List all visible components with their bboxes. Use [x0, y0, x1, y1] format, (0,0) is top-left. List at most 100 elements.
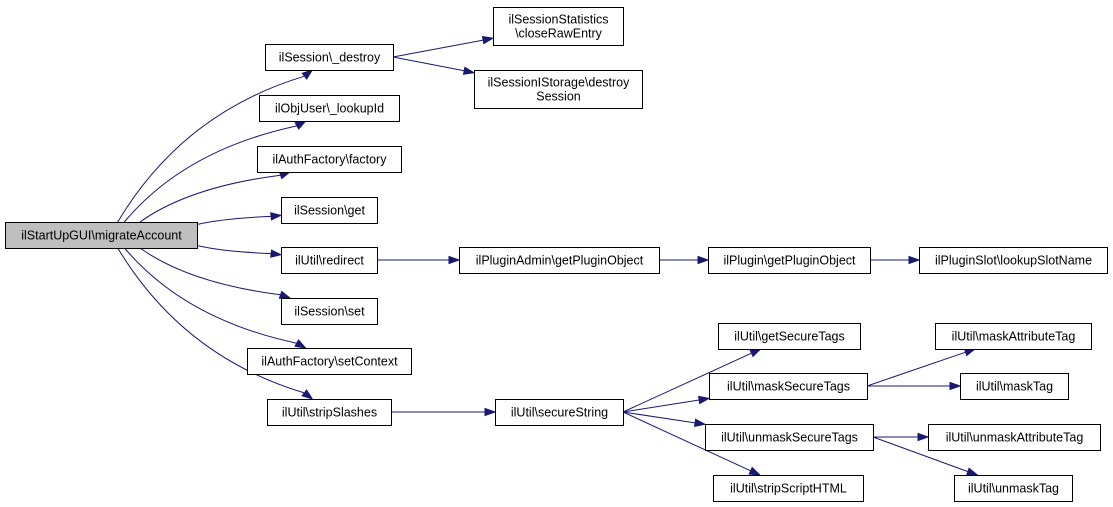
node-sess_get[interactable]: ilSession\get — [281, 197, 378, 224]
arrowhead-secure_string-to-mask_secure_tags — [697, 395, 711, 405]
node-label: ilUtil\redirect — [295, 254, 364, 268]
node-box — [935, 323, 1092, 350]
node-label: ilUtil\maskSecureTags — [727, 380, 850, 394]
edge-root-to-auth_setctx — [124, 247, 297, 344]
nodes-layer: ilStartUpGUI\migrateAccount ilSession\_de… — [5, 7, 1108, 502]
node-root[interactable]: ilStartUpGUI\migrateAccount — [5, 222, 198, 249]
edge-mask_secure_tags-to-mask_attr — [866, 351, 966, 387]
edge-root-to-sess_get — [196, 215, 272, 225]
arrowhead-util_redirect-to-padmin — [448, 255, 461, 265]
node-box — [709, 373, 868, 400]
edge-unmask_secure_tags-to-unmask_tag — [872, 436, 969, 473]
arrowhead-secure_string-to-unmask_secure_tags — [694, 418, 707, 428]
node-label: ilObjUser\_lookupId — [275, 102, 384, 116]
edge-secure_string-to-mask_secure_tags — [622, 399, 700, 413]
node-label: ilPluginAdmin\getPluginObject — [476, 254, 644, 268]
edge-secure_string-to-get_secure_tags — [622, 352, 752, 413]
arrowhead-root-to-auth_setctx — [294, 339, 307, 349]
node-box — [495, 399, 624, 426]
arrowhead-unmask_secure_tags-to-unmask_attr — [917, 432, 930, 442]
node-box — [705, 424, 874, 451]
edge-root-to-obj_lookup — [123, 125, 298, 223]
node-box — [459, 247, 660, 274]
node-slot[interactable]: ilPluginSlot\lookupSlotName — [919, 247, 1108, 274]
node-label: \closeRawEntry — [515, 27, 603, 41]
arrowhead-mask_secure_tags-to-mask_tag — [949, 381, 962, 391]
node-box — [265, 44, 394, 71]
arrowhead-root-to-sess_get — [270, 212, 283, 221]
node-box — [267, 399, 392, 426]
node-unmask_attr[interactable]: ilUtil\unmaskAttributeTag — [928, 424, 1101, 451]
node-unmask_tag[interactable]: ilUtil\unmaskTag — [954, 475, 1073, 502]
arrowhead-secure_string-to-get_secure_tags — [749, 348, 762, 358]
node-label: ilUtil\unmaskSecureTags — [721, 431, 858, 445]
node-box — [5, 222, 198, 249]
edges-layer — [117, 35, 979, 476]
node-unmask_secure_tags[interactable]: ilUtil\unmaskSecureTags — [705, 424, 874, 451]
node-auth_setctx[interactable]: ilAuthFactory\setContext — [247, 348, 412, 375]
node-sess_destroy[interactable]: ilSession\_destroy — [265, 44, 394, 71]
node-sess_set[interactable]: ilSession\set — [281, 298, 378, 325]
arrowhead-sess_destroy-to-stats_close — [481, 35, 495, 45]
arrowhead-secure_string-to-strip_script — [748, 466, 762, 476]
arrowhead-root-to-obj_lookup — [294, 120, 307, 130]
node-box — [960, 373, 1069, 400]
edge-root-to-sess_destroy — [117, 75, 305, 223]
node-box — [474, 70, 643, 109]
node-box — [257, 146, 402, 173]
node-auth_factory[interactable]: ilAuthFactory\factory — [257, 146, 402, 173]
node-mask_tag[interactable]: ilUtil\maskTag — [960, 373, 1069, 400]
edge-root-to-util_strip — [117, 247, 305, 394]
node-plugin[interactable]: ilPlugin\getPluginObject — [708, 247, 871, 274]
edge-root-to-util_redirect — [196, 245, 272, 255]
arrowhead-root-to-util_strip — [301, 389, 314, 400]
node-label: ilUtil\unmaskTag — [968, 482, 1059, 496]
node-secure_string[interactable]: ilUtil\secureString — [495, 399, 624, 426]
node-stats_close[interactable]: ilSessionStatistics\closeRawEntry — [493, 7, 624, 46]
node-util_redirect[interactable]: ilUtil\redirect — [281, 247, 378, 274]
edge-sess_destroy-to-istorage — [392, 56, 465, 72]
node-label: ilUtil\stripSlashes — [282, 406, 377, 420]
arrowhead-sess_destroy-to-istorage — [462, 66, 476, 75]
node-label: Session — [536, 90, 581, 104]
node-label: ilSession\_destroy — [279, 51, 381, 65]
node-label: ilUtil\maskAttributeTag — [952, 330, 1076, 344]
arrowhead-padmin-to-plugin — [697, 255, 710, 265]
node-padmin[interactable]: ilPluginAdmin\getPluginObject — [459, 247, 660, 274]
node-box — [919, 247, 1108, 274]
arrowhead-util_strip-to-secure_string — [484, 407, 497, 417]
node-box — [493, 7, 624, 46]
node-box — [713, 475, 864, 502]
node-box — [954, 475, 1073, 502]
node-label: ilSession\set — [294, 305, 365, 319]
node-label: ilAuthFactory\setContext — [261, 355, 398, 369]
arrowhead-root-to-sess_set — [278, 290, 292, 299]
node-box — [281, 298, 378, 325]
node-util_strip[interactable]: ilUtil\stripSlashes — [267, 399, 392, 426]
edge-sess_destroy-to-stats_close — [392, 39, 484, 58]
node-box — [247, 348, 412, 375]
node-label: ilUtil\maskTag — [976, 380, 1053, 394]
node-label: ilUtil\unmaskAttributeTag — [946, 431, 1084, 445]
node-box — [718, 323, 861, 350]
node-label: ilPluginSlot\lookupSlotName — [935, 254, 1092, 268]
arrowhead-root-to-util_redirect — [270, 249, 283, 258]
edge-root-to-sess_set — [139, 247, 281, 296]
node-mask_secure_tags[interactable]: ilUtil\maskSecureTags — [709, 373, 868, 400]
node-label: ilUtil\getSecureTags — [734, 330, 844, 344]
node-get_secure_tags[interactable]: ilUtil\getSecureTags — [718, 323, 861, 350]
node-label: ilUtil\secureString — [511, 406, 608, 420]
node-obj_lookup[interactable]: ilObjUser\_lookupId — [259, 95, 400, 122]
node-label: ilUtil\stripScriptHTML — [730, 482, 847, 496]
node-label: ilSessionIStorage\destroy — [488, 76, 630, 90]
node-box — [708, 247, 871, 274]
node-box — [259, 95, 400, 122]
node-mask_attr[interactable]: ilUtil\maskAttributeTag — [935, 323, 1092, 350]
node-strip_script[interactable]: ilUtil\stripScriptHTML — [713, 475, 864, 502]
edge-secure_string-to-strip_script — [622, 411, 751, 472]
edge-secure_string-to-unmask_secure_tags — [622, 411, 696, 424]
node-label: ilStartUpGUI\migrateAccount — [21, 229, 182, 243]
